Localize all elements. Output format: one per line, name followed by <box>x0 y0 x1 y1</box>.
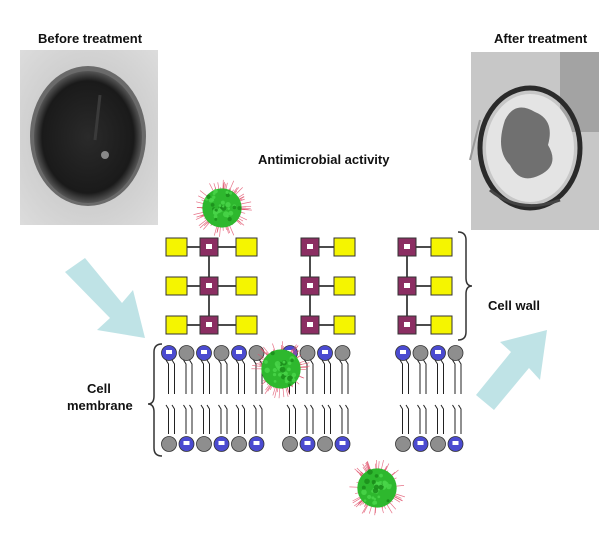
cell-wall-segment-3 <box>398 238 452 334</box>
lipid-bilayer <box>162 346 464 452</box>
cell-wall-segment-1 <box>166 238 257 334</box>
cell-wall-segment-2 <box>301 238 355 334</box>
bacterium-after-image <box>470 52 599 230</box>
arrow-icon <box>476 330 547 410</box>
nanoparticle-icon <box>349 460 404 515</box>
arrow-icon <box>65 258 145 338</box>
bacterium-before-image <box>20 50 158 225</box>
cell-wall-brace <box>458 232 472 340</box>
nanoparticle-icon <box>194 180 252 237</box>
cell-membrane-brace <box>148 344 162 456</box>
